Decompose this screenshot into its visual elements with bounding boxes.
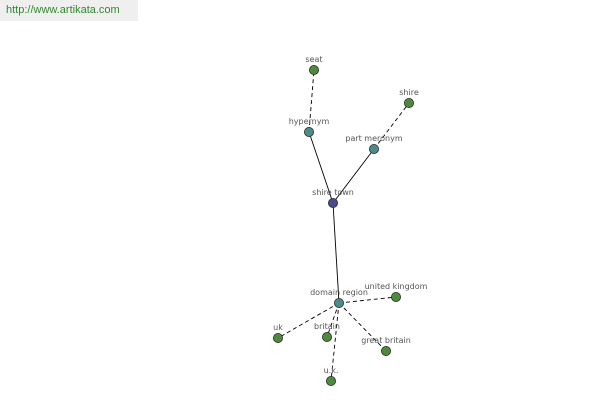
url-link[interactable]: http://www.artikata.com bbox=[6, 4, 120, 16]
label-center: shire town bbox=[312, 188, 354, 197]
node-term-britain[interactable] bbox=[321, 331, 332, 342]
label-term-united-kingdom: united kingdom bbox=[365, 282, 428, 291]
graph-nodes bbox=[272, 65, 414, 386]
edge-part-meronym-shire bbox=[373, 102, 410, 150]
label-relation-hypernym: hypernym bbox=[289, 117, 330, 126]
node-term-u-k[interactable] bbox=[325, 375, 336, 386]
edge-hypernym-seat bbox=[308, 69, 315, 133]
node-center[interactable] bbox=[327, 197, 338, 208]
edge-center-hypernym bbox=[308, 131, 334, 204]
edge-domain-region-uk bbox=[277, 302, 340, 339]
node-relation-part-meronym[interactable] bbox=[368, 143, 379, 154]
node-term-seat[interactable] bbox=[308, 65, 319, 76]
label-relation-domain-region: domain region bbox=[310, 288, 368, 297]
label-term-britain: britain bbox=[314, 322, 340, 331]
label-term-uk: uk bbox=[273, 323, 283, 332]
node-term-united-kingdom[interactable] bbox=[390, 291, 401, 302]
edge-domain-region-britain bbox=[326, 302, 340, 338]
url-banner: http://www.artikata.com bbox=[0, 0, 138, 21]
graph-labels: shire town hypernym seat part meronym shire d… bbox=[273, 55, 427, 375]
node-term-uk[interactable] bbox=[272, 332, 283, 343]
label-relation-part-meronym: part meronym bbox=[345, 134, 402, 143]
edge-domain-region-u-k bbox=[330, 302, 340, 382]
label-term-shire: shire bbox=[399, 88, 419, 97]
node-relation-domain-region[interactable] bbox=[333, 297, 344, 308]
edge-center-domain-region bbox=[332, 202, 340, 304]
label-term-seat: seat bbox=[305, 55, 322, 64]
label-term-u-k: u.k. bbox=[324, 366, 339, 375]
label-term-great-britain: great britain bbox=[361, 336, 411, 345]
edge-center-part-meronym bbox=[332, 148, 375, 204]
edge-domain-region-united-kingdom bbox=[338, 296, 397, 304]
node-term-great-britain[interactable] bbox=[380, 345, 391, 356]
graph-edges bbox=[277, 69, 410, 382]
node-relation-hypernym[interactable] bbox=[303, 127, 314, 138]
node-term-shire[interactable] bbox=[403, 98, 414, 109]
